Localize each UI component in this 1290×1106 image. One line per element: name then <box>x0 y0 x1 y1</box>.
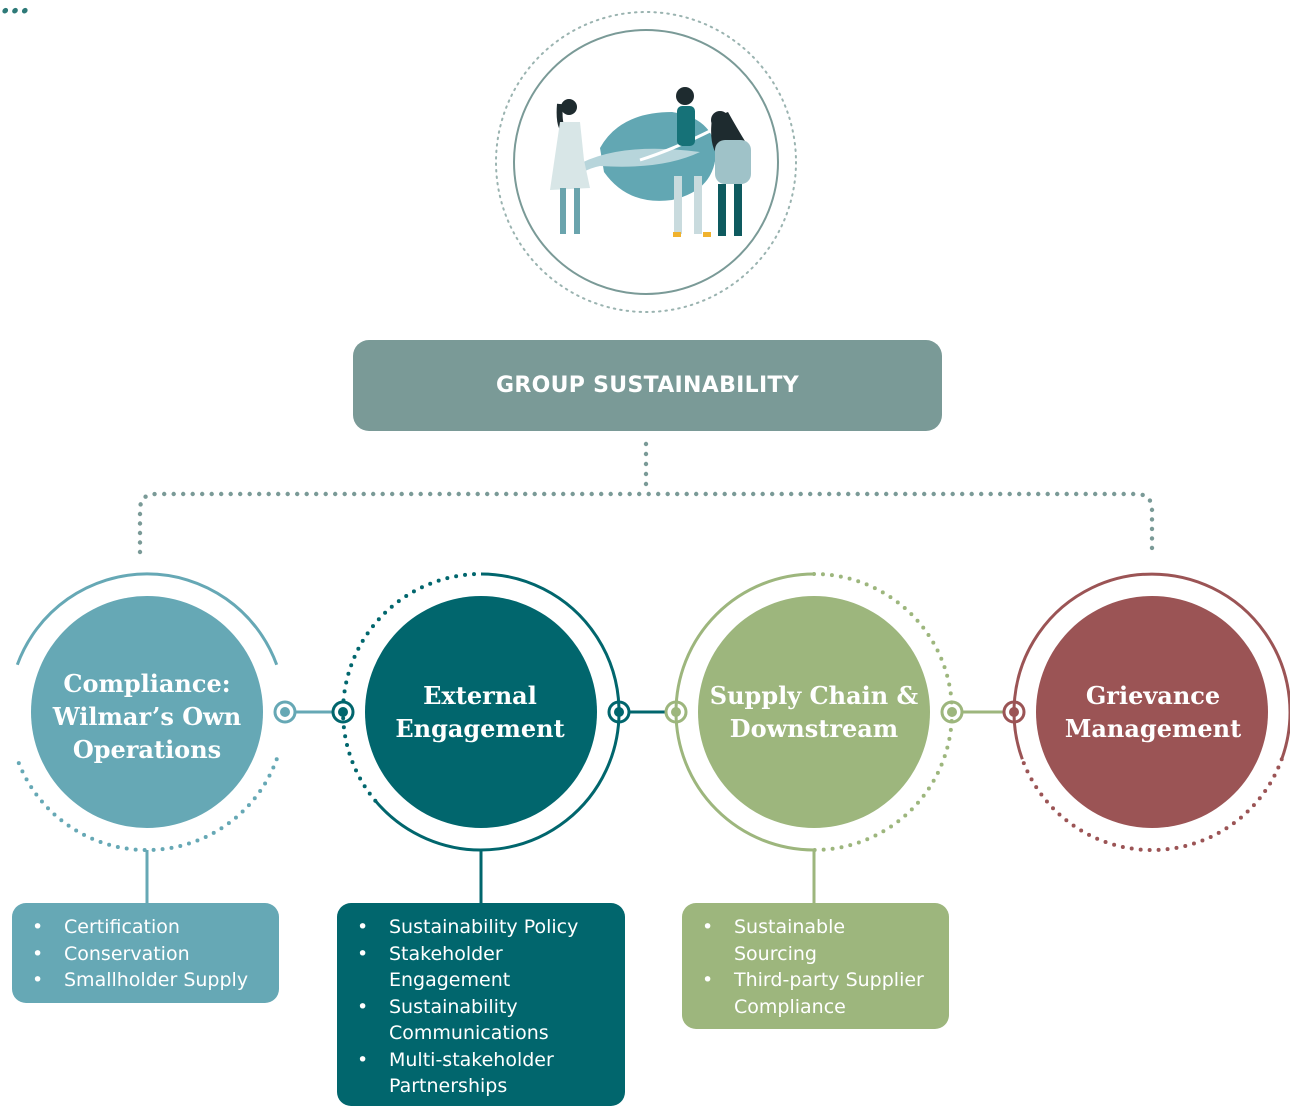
pillar-grievance-ring <box>1012 572 1290 760</box>
pillar-grievance-label: Grievance Management <box>1043 632 1263 792</box>
list-item-line: Engagement <box>389 969 511 991</box>
label-line: Grievance <box>1085 681 1221 710</box>
supply-items-box: Sustainable Sourcing Third-party Supplie… <box>682 903 949 1029</box>
people-holding-leaf-icon <box>550 87 751 237</box>
list-item-line: Partnerships <box>389 1075 508 1097</box>
list-item-line: Sustainability <box>389 995 518 1018</box>
header-down-connector <box>643 441 649 487</box>
pillar-supply-dotted-ring <box>812 572 954 714</box>
pillar-layer <box>15 572 1290 903</box>
pillar-grievance-dotted-ring <box>1020 757 1284 852</box>
list-item: Certification <box>12 914 279 941</box>
list-item-line: Sustainability Policy <box>389 916 579 938</box>
label-line: Wilmar’s Own <box>52 701 242 731</box>
label-line: External <box>423 681 537 710</box>
pillar-external-circle <box>365 596 597 828</box>
list-item-line: Third-party Supplier <box>734 969 924 991</box>
label-line: Management <box>1064 714 1242 743</box>
list-item-line: Sourcing <box>734 942 817 965</box>
group-sustainability-header: GROUP SUSTAINABILITY <box>353 340 942 431</box>
label-line: Operations <box>72 734 222 764</box>
link-node-inner <box>338 707 348 717</box>
list-item: Multi-stakeholder Partnerships <box>337 1047 625 1100</box>
list-item-line: Sustainable <box>734 916 846 938</box>
pillar-external-label: External Engagement <box>370 632 590 792</box>
branch-dotted-connector <box>137 491 1155 555</box>
list-item: Third-party Supplier Compliance <box>682 967 949 1020</box>
list-item: Conservation <box>12 941 279 968</box>
pillar-external-ring <box>374 572 621 852</box>
label-line: Engagement <box>395 714 565 743</box>
list-item: Stakeholder Engagement <box>337 941 625 994</box>
partial-top-heading: … <box>0 0 30 21</box>
list-item: Sustainable Sourcing <box>682 914 949 967</box>
list-item: Smallholder Supply <box>12 967 279 994</box>
pillar-compliance-label: Compliance: Wilmar’s Own Operations <box>37 632 257 800</box>
pillar-supply-circle <box>698 596 930 828</box>
label-line: Supply Chain & <box>709 681 919 710</box>
list-item-line: Multi-stakeholder <box>389 1048 554 1071</box>
list-item-line: Communications <box>389 1022 549 1044</box>
pillar-supply-label: Supply Chain & Downstream <box>704 632 924 792</box>
pillar-compliance-circle <box>31 596 263 828</box>
list-item: Sustainability Policy <box>337 914 625 941</box>
pillar-compliance-ring <box>15 572 279 666</box>
pillar-supply-dotted-ring <box>812 710 954 852</box>
pillar-supply-ring <box>674 572 815 852</box>
header-title: GROUP SUSTAINABILITY <box>496 373 799 398</box>
pillar-compliance-dotted-ring <box>15 757 279 852</box>
link-node-inner <box>280 707 290 717</box>
pillar-grievance-circle <box>1036 596 1268 828</box>
pillar-external-dotted-ring <box>341 572 483 803</box>
external-items-box: Sustainability Policy Stakeholder Engage… <box>337 903 625 1106</box>
compliance-items-box: Certification Conservation Smallholder S… <box>12 903 279 1003</box>
illustration-dotted-ring <box>495 11 797 313</box>
list-item-line: Stakeholder <box>389 942 503 965</box>
list-item-line: Compliance <box>734 995 846 1018</box>
label-line: Compliance: <box>63 668 231 698</box>
label-line: Downstream <box>729 714 899 743</box>
list-item: Sustainability Communications <box>337 994 625 1047</box>
